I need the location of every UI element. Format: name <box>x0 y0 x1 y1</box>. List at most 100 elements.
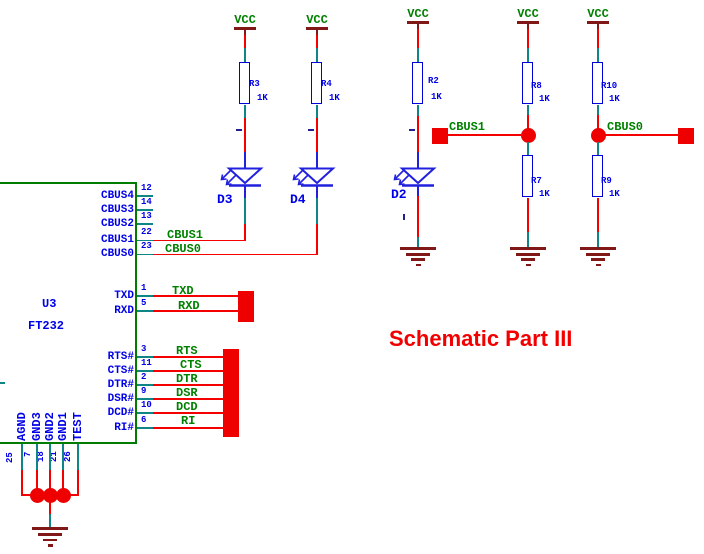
gnd-stub-r7[interactable] <box>527 232 529 248</box>
wire-txd[interactable] <box>153 295 238 297</box>
junction-dot-cbus1[interactable] <box>520 127 536 143</box>
sheet-title[interactable]: Schematic Part III <box>389 326 573 351</box>
wire-d2-gnd[interactable] <box>417 196 419 237</box>
wire-dsr[interactable] <box>153 398 223 400</box>
pin-stub[interactable] <box>36 444 38 470</box>
net-label-dcd[interactable]: DCD <box>176 400 198 414</box>
pin-stub[interactable] <box>137 209 153 211</box>
wire-vcc-r2[interactable] <box>417 29 419 48</box>
connector-block-serial[interactable] <box>223 349 239 437</box>
wire-r9-gnd[interactable] <box>597 198 599 232</box>
pin-stub[interactable] <box>21 444 23 470</box>
wire-r10-junction[interactable] <box>597 115 599 129</box>
resistor-value: 1K <box>539 94 550 104</box>
wire-ri[interactable] <box>153 427 223 429</box>
pin-stub-r10-bottom[interactable] <box>597 105 599 115</box>
wire-d3-cbus1[interactable] <box>244 224 246 241</box>
pin-stub-r8-bottom[interactable] <box>527 105 529 115</box>
port-square-cbus1[interactable] <box>431 127 448 144</box>
led-symbol <box>292 167 336 187</box>
net-label-cbus1-chip[interactable]: CBUS1 <box>167 228 204 242</box>
pin-stub[interactable] <box>137 384 153 386</box>
wire-rts[interactable] <box>153 356 223 358</box>
pin-stub-r4-top[interactable] <box>316 48 318 62</box>
wire-gnd3[interactable] <box>36 470 38 495</box>
wire-agnd[interactable] <box>21 470 23 495</box>
pin-stub[interactable] <box>137 412 153 414</box>
wire-gnd2[interactable] <box>49 470 51 495</box>
pin-stub[interactable] <box>137 370 153 372</box>
wire-test[interactable] <box>77 470 79 495</box>
port-square-cbus0[interactable] <box>677 127 694 144</box>
net-label-ri[interactable]: RI <box>181 414 196 428</box>
pin-stub-r8-top[interactable] <box>527 48 529 62</box>
gnd-bar <box>406 253 430 256</box>
pin-stub[interactable] <box>49 444 51 470</box>
wire-dcd[interactable] <box>153 412 223 414</box>
junction-dot-gnd[interactable] <box>55 487 71 503</box>
pin-stub-r4-bottom[interactable] <box>316 105 318 118</box>
pin-stub[interactable] <box>137 195 153 197</box>
wire-r4-d4[interactable] <box>316 118 318 152</box>
pin-stub[interactable] <box>62 444 64 470</box>
hidden-pin-dash <box>308 128 314 131</box>
wire-r7-gnd[interactable] <box>527 198 529 232</box>
wire-cts[interactable] <box>153 370 223 372</box>
net-label-txd[interactable]: TXD <box>172 284 194 298</box>
wire-r2-d2[interactable] <box>417 116 419 152</box>
wire-d4-cbus0[interactable] <box>316 224 318 255</box>
pin-stub[interactable] <box>77 444 79 470</box>
wire-gnd1[interactable] <box>62 470 64 495</box>
pin-stub-r10-top[interactable] <box>597 48 599 62</box>
junction-dot-gnd[interactable] <box>29 487 45 503</box>
wire-cbus1-right[interactable] <box>447 134 521 136</box>
pin-stub[interactable] <box>137 253 153 255</box>
net-label-cbus0-chip[interactable]: CBUS0 <box>165 242 202 256</box>
gnd-bar <box>591 258 605 261</box>
net-label-cbus1-right[interactable]: CBUS1 <box>449 120 486 134</box>
gnd-stub-r9[interactable] <box>597 232 599 248</box>
net-label-cbus0-right[interactable]: CBUS0 <box>607 120 644 134</box>
gnd-stub-d2[interactable] <box>417 237 419 248</box>
wire-vcc-r4[interactable] <box>316 35 318 48</box>
pin-stub[interactable] <box>137 310 153 312</box>
pin-stub-r2-bottom[interactable] <box>417 105 419 116</box>
wire-cbus1-chip[interactable] <box>153 239 245 241</box>
gnd-stub-chip[interactable] <box>49 514 51 528</box>
pin-stub-r3-bottom[interactable] <box>244 105 246 118</box>
resistor-body <box>592 62 603 104</box>
wire-r8-junction[interactable] <box>527 115 529 129</box>
wire-cbus0-right[interactable] <box>605 134 678 136</box>
pin-stub-r3-top[interactable] <box>244 48 246 62</box>
pin-stub[interactable] <box>137 356 153 358</box>
pin-stub-r7-top[interactable] <box>527 142 529 155</box>
wire-vcc-r8[interactable] <box>527 29 529 48</box>
pin-stub[interactable] <box>137 427 153 429</box>
net-label-rxd[interactable]: RXD <box>178 299 200 313</box>
wire-vcc-r3[interactable] <box>244 35 246 48</box>
pin-num: 14 <box>141 197 152 207</box>
led-symbol <box>220 167 264 187</box>
wire-dtr[interactable] <box>153 384 223 386</box>
wire-vcc-r10[interactable] <box>597 29 599 48</box>
net-label-dsr[interactable]: DSR <box>176 386 198 400</box>
pin-stub-r9-top[interactable] <box>597 142 599 155</box>
pin-stub[interactable] <box>137 398 153 400</box>
pin-stub-d4[interactable] <box>316 198 318 224</box>
connector-block-uart[interactable] <box>238 291 254 322</box>
pin-stub[interactable] <box>137 239 153 241</box>
pin-stub[interactable] <box>137 223 153 225</box>
pin-stub-left-clipped[interactable] <box>0 381 5 384</box>
wire-cbus0-chip[interactable] <box>153 253 317 255</box>
wire-gnd-stem[interactable] <box>49 495 51 514</box>
wire-rxd[interactable] <box>153 310 238 312</box>
net-label-cts[interactable]: CTS <box>180 358 202 372</box>
net-label-rts[interactable]: RTS <box>176 344 198 358</box>
pin-stub-d3[interactable] <box>244 198 246 224</box>
resistor-refdes: R7 <box>531 176 542 186</box>
wire-r3-d3[interactable] <box>244 118 246 152</box>
pin-stub[interactable] <box>137 295 153 297</box>
net-label-dtr[interactable]: DTR <box>176 372 198 386</box>
junction-dot-cbus0[interactable] <box>590 127 606 143</box>
pin-stub-r2-top[interactable] <box>417 48 419 62</box>
